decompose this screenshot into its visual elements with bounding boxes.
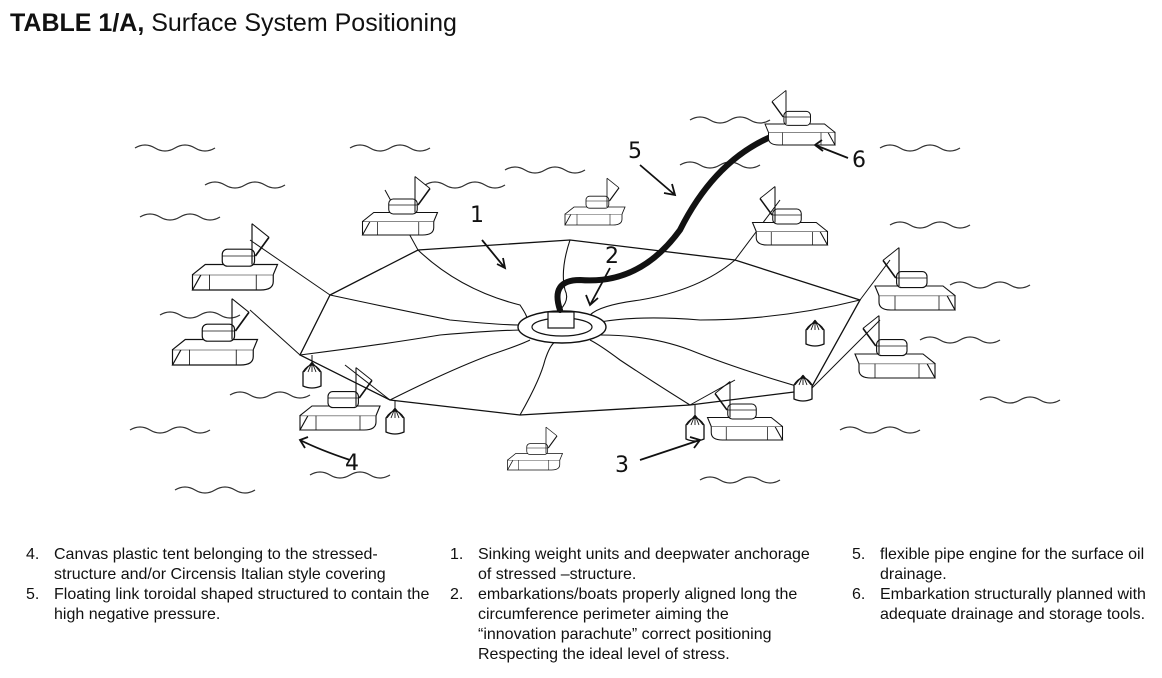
- boat: [361, 175, 439, 236]
- sinking-weights: [302, 319, 825, 442]
- boat: [191, 222, 279, 291]
- page-title: TABLE 1/A, Surface System Positioning: [10, 8, 457, 38]
- legend-number: 5.: [26, 586, 40, 603]
- boat: [506, 426, 564, 471]
- callout-2: 2: [605, 244, 619, 269]
- legend-item: 6. Embarkation structurally planned with …: [852, 585, 1162, 625]
- boat: [706, 380, 784, 441]
- boat-drainage: [764, 89, 836, 146]
- legend-item: 5. Floating link toroidal shaped structur…: [26, 585, 436, 625]
- title-bold: TABLE 1/A,: [10, 9, 145, 37]
- legend-item: 4. Canvas plastic tent belonging to the s…: [26, 545, 436, 585]
- legend-number: 1.: [450, 546, 464, 563]
- surface-system-diagram: 1 2 3 4 5 6: [129, 89, 1061, 494]
- boat: [854, 314, 936, 379]
- legend-number: 2.: [450, 586, 464, 603]
- legend-column-1: 4. Canvas plastic tent belonging to the s…: [26, 545, 436, 625]
- boat: [564, 177, 626, 226]
- boat: [171, 297, 259, 366]
- legend-column-2: 1. Sinking weight units and deepwater anc…: [450, 545, 810, 665]
- legend-text: Sinking weight units and deepwater ancho…: [478, 546, 810, 583]
- callout-4: 4: [345, 451, 359, 476]
- legend-number: 6.: [852, 586, 866, 603]
- boat: [751, 185, 829, 246]
- canvas-tent: [299, 239, 861, 416]
- legend-item: 2. embarkations/boats properly aligned lo…: [450, 585, 810, 665]
- callout-1: 1: [470, 203, 484, 228]
- callout-3: 3: [615, 453, 629, 478]
- legend-text: flexible pipe engine for the surface oil…: [880, 546, 1145, 583]
- legend-column-3: 5. flexible pipe engine for the surface o…: [852, 545, 1162, 625]
- legend-item: 5. flexible pipe engine for the surface o…: [852, 545, 1162, 585]
- boat: [874, 246, 956, 311]
- legend-item: 1. Sinking weight units and deepwater anc…: [450, 545, 810, 585]
- legend-text: embarkations/boats properly aligned long…: [478, 586, 798, 663]
- legend-number: 4.: [26, 546, 40, 563]
- legend-text: Floating link toroidal shaped structured…: [54, 586, 430, 623]
- legend-number: 5.: [852, 546, 866, 563]
- legend-text: Embarkation structurally planned with ad…: [880, 586, 1146, 623]
- callout-5: 5: [628, 139, 642, 164]
- title-regular: Surface System Positioning: [144, 9, 457, 37]
- flexible-pipe: [554, 127, 793, 313]
- legend-text: Canvas plastic tent belonging to the str…: [54, 546, 386, 583]
- callout-6: 6: [852, 148, 866, 173]
